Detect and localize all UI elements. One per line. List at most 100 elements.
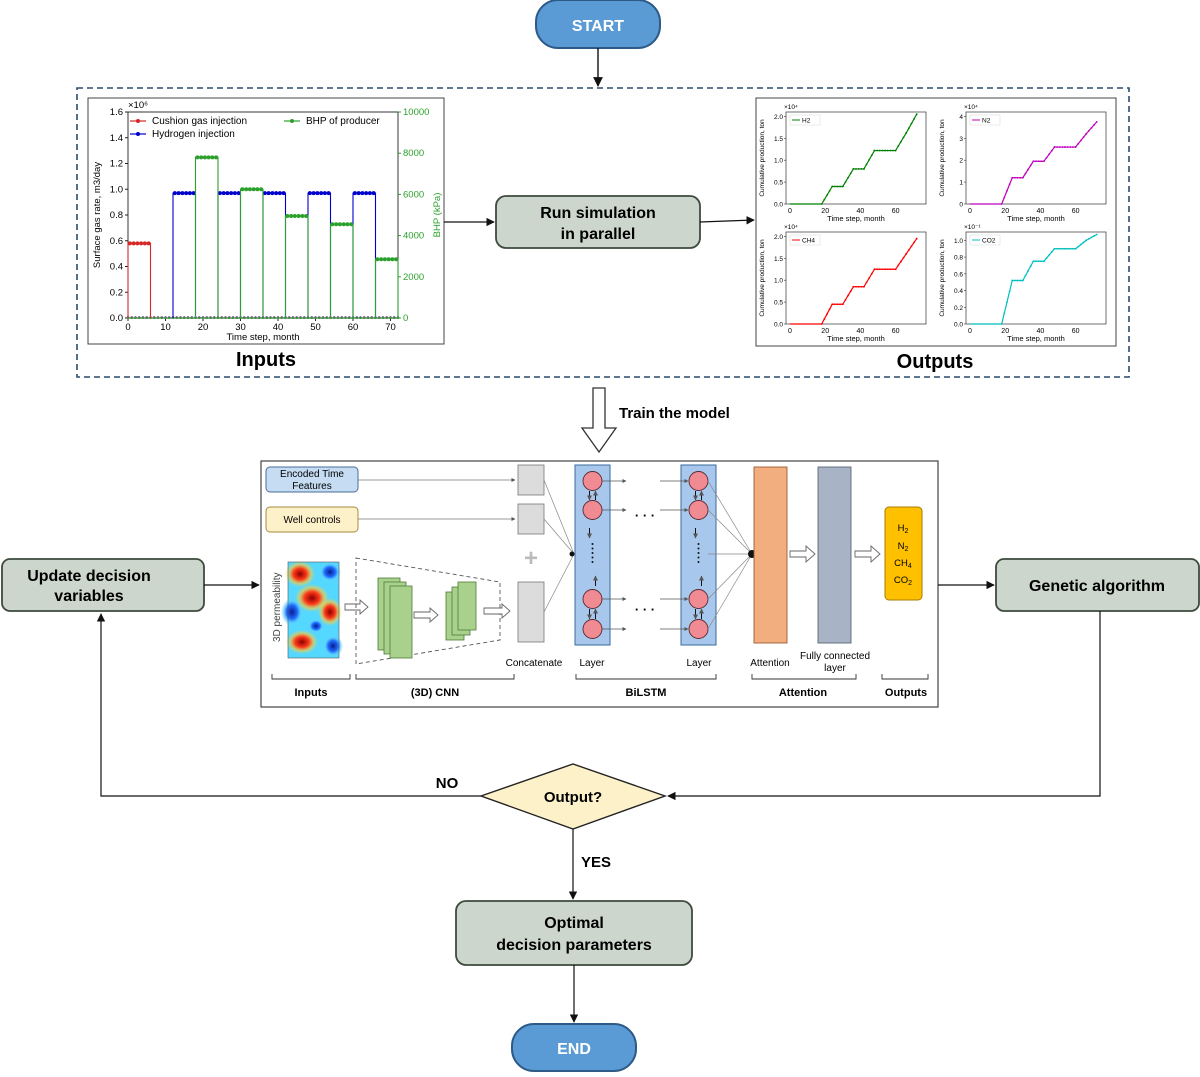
mini-marker [1093,235,1095,237]
mini-x-label: Time step, month [827,334,885,343]
encoded-label-2: Features [292,481,331,492]
mini-marker [1013,176,1016,179]
x-tick-label: 30 [235,322,246,333]
y-tick-label: 1.0 [110,184,123,195]
mini-marker [894,268,897,271]
lstm-cell [582,500,603,520]
mini-marker [907,249,910,251]
y-scale-label: ×10⁶ [128,100,148,111]
fc-label-2: layer [824,663,846,674]
genetic-label: Genetic algorithm [1029,578,1165,595]
optimal-parameters-node[interactable]: Optimal decision parameters [455,900,693,966]
mini-x-tick: 20 [821,328,829,335]
decision-diamond[interactable]: Output? [478,763,668,830]
series-marker [225,191,230,196]
y2-axis-label: BHP (kPa) [432,193,443,238]
mini-marker [1082,136,1085,139]
mini-marker [907,127,910,130]
baseline-marker [134,316,137,320]
update-decision-node[interactable]: Update decision variables [1,558,205,612]
mini-y-tick: 0.4 [954,288,963,295]
well-controls[interactable]: Well controls [265,506,359,533]
mini-y-label: Cumulative production, ton [759,239,766,317]
series-marker [356,191,361,196]
encoded-time-features[interactable]: Encoded Time Features [265,466,359,493]
baseline-marker [344,316,347,320]
baseline-marker [168,316,171,320]
end-node[interactable]: END [511,1023,637,1072]
concat-box-2 [517,503,545,535]
mini-marker [1029,265,1032,267]
lstm-vertical-dot [697,552,700,554]
baseline-marker [265,316,268,320]
mini-marker [892,268,894,271]
baseline-marker [310,316,313,320]
y2-tick-label: 6000 [403,189,424,200]
concat-junction [569,551,575,557]
series-marker [289,214,294,219]
bilstm-layer [574,464,611,646]
baseline-marker [321,316,325,320]
mini-marker [1056,247,1059,250]
lstm-cell [582,589,603,609]
mini-marker [1040,260,1043,263]
y2-tick-label: 4000 [403,231,424,242]
lstm-vertical-dot [697,561,700,563]
y-tick-label: 1.4 [110,133,123,144]
concat-box-1 [517,464,545,496]
mini-marker [1048,153,1051,156]
mini-x-label: Time step, month [1007,214,1065,223]
baseline-marker [156,316,160,320]
series-marker [262,191,267,196]
legend-marker [136,119,140,123]
lstm-vertical-dot [591,543,594,545]
mini-marker [857,168,860,170]
series-marker [352,191,357,196]
mini-y-tick: 0 [959,202,963,209]
mini-marker [841,303,844,306]
mini-marker [1016,176,1019,179]
mini-marker [870,154,873,157]
mini-marker [839,303,842,306]
mini-marker [836,303,839,306]
run-simulation-node[interactable]: Run simulation in parallel [495,195,701,249]
mini-marker [1035,260,1037,263]
attention-block [753,466,788,644]
mini-x-tick: 20 [821,208,829,215]
y-tick-label: 0.4 [110,262,123,273]
baseline-marker [366,316,370,320]
mini-marker [1043,160,1045,163]
update-label-1: Update decision [27,568,151,585]
mini-y-label: Cumulative production, ton [939,119,946,197]
mini-marker [865,163,868,166]
baseline-marker [138,316,141,320]
mini-x-tick: 20 [1001,208,1009,215]
mini-marker [849,172,852,175]
series-marker [326,191,331,196]
genetic-algorithm-node[interactable]: Genetic algorithm [995,558,1200,612]
outputs-frame [755,97,1117,347]
mini-marker [897,145,900,148]
mini-y-tick: 3 [959,136,963,143]
end-label: END [557,1041,591,1058]
y-tick-label: 1.6 [110,107,123,118]
mini-marker [1037,160,1040,163]
mini-marker [1048,254,1051,256]
mini-marker [1066,146,1069,148]
mini-marker [1056,146,1059,148]
baseline-marker [164,316,167,320]
start-node[interactable]: START [535,0,661,49]
mini-scale-label: ×10⁻¹ [964,224,981,231]
baseline-marker [198,316,201,320]
x-tick-label: 50 [310,322,321,333]
mini-marker [1027,269,1029,272]
mini-marker [1000,203,1003,205]
baseline-marker [280,316,283,320]
baseline-marker [299,316,302,320]
optimal-label-2: decision parameters [496,937,652,954]
series-marker [330,222,335,227]
mini-marker [1061,146,1064,148]
layer-label-2: Layer [686,658,712,669]
series-marker [341,222,346,227]
series-marker [214,155,219,160]
